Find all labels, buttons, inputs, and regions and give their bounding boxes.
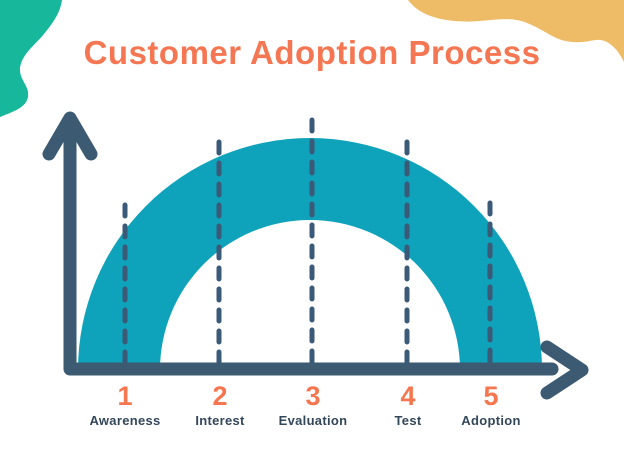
stage-number: 4: [400, 381, 416, 411]
stage-label: Interest: [195, 412, 245, 428]
stage-item-evaluation: 3 Evaluation: [253, 381, 373, 428]
stage-number: 1: [117, 381, 133, 411]
stage-number: 3: [305, 381, 321, 411]
stage-label: Awareness: [89, 412, 161, 428]
stage-item-adoption: 5 Adoption: [431, 381, 551, 428]
corner-blob-yellow: [408, 0, 624, 62]
stage-label: Evaluation: [278, 412, 348, 428]
adoption-arch: [78, 138, 542, 370]
stage-label: Adoption: [461, 412, 521, 428]
axis-lines: [63, 121, 559, 376]
stage-number: 5: [483, 381, 499, 411]
stage-label: Test: [394, 412, 422, 428]
stage-number: 2: [212, 381, 228, 411]
page-title: Customer Adoption Process: [83, 34, 541, 71]
stage-item-interest: 2 Interest: [160, 381, 280, 428]
y-axis-arrowhead-icon: [42, 111, 98, 161]
stage-item-awareness: 1 Awareness: [65, 381, 185, 428]
corner-blob-green: [0, 0, 62, 117]
x-axis-arrowhead-icon: [540, 340, 589, 400]
stage-item-test: 4 Test: [348, 381, 468, 428]
